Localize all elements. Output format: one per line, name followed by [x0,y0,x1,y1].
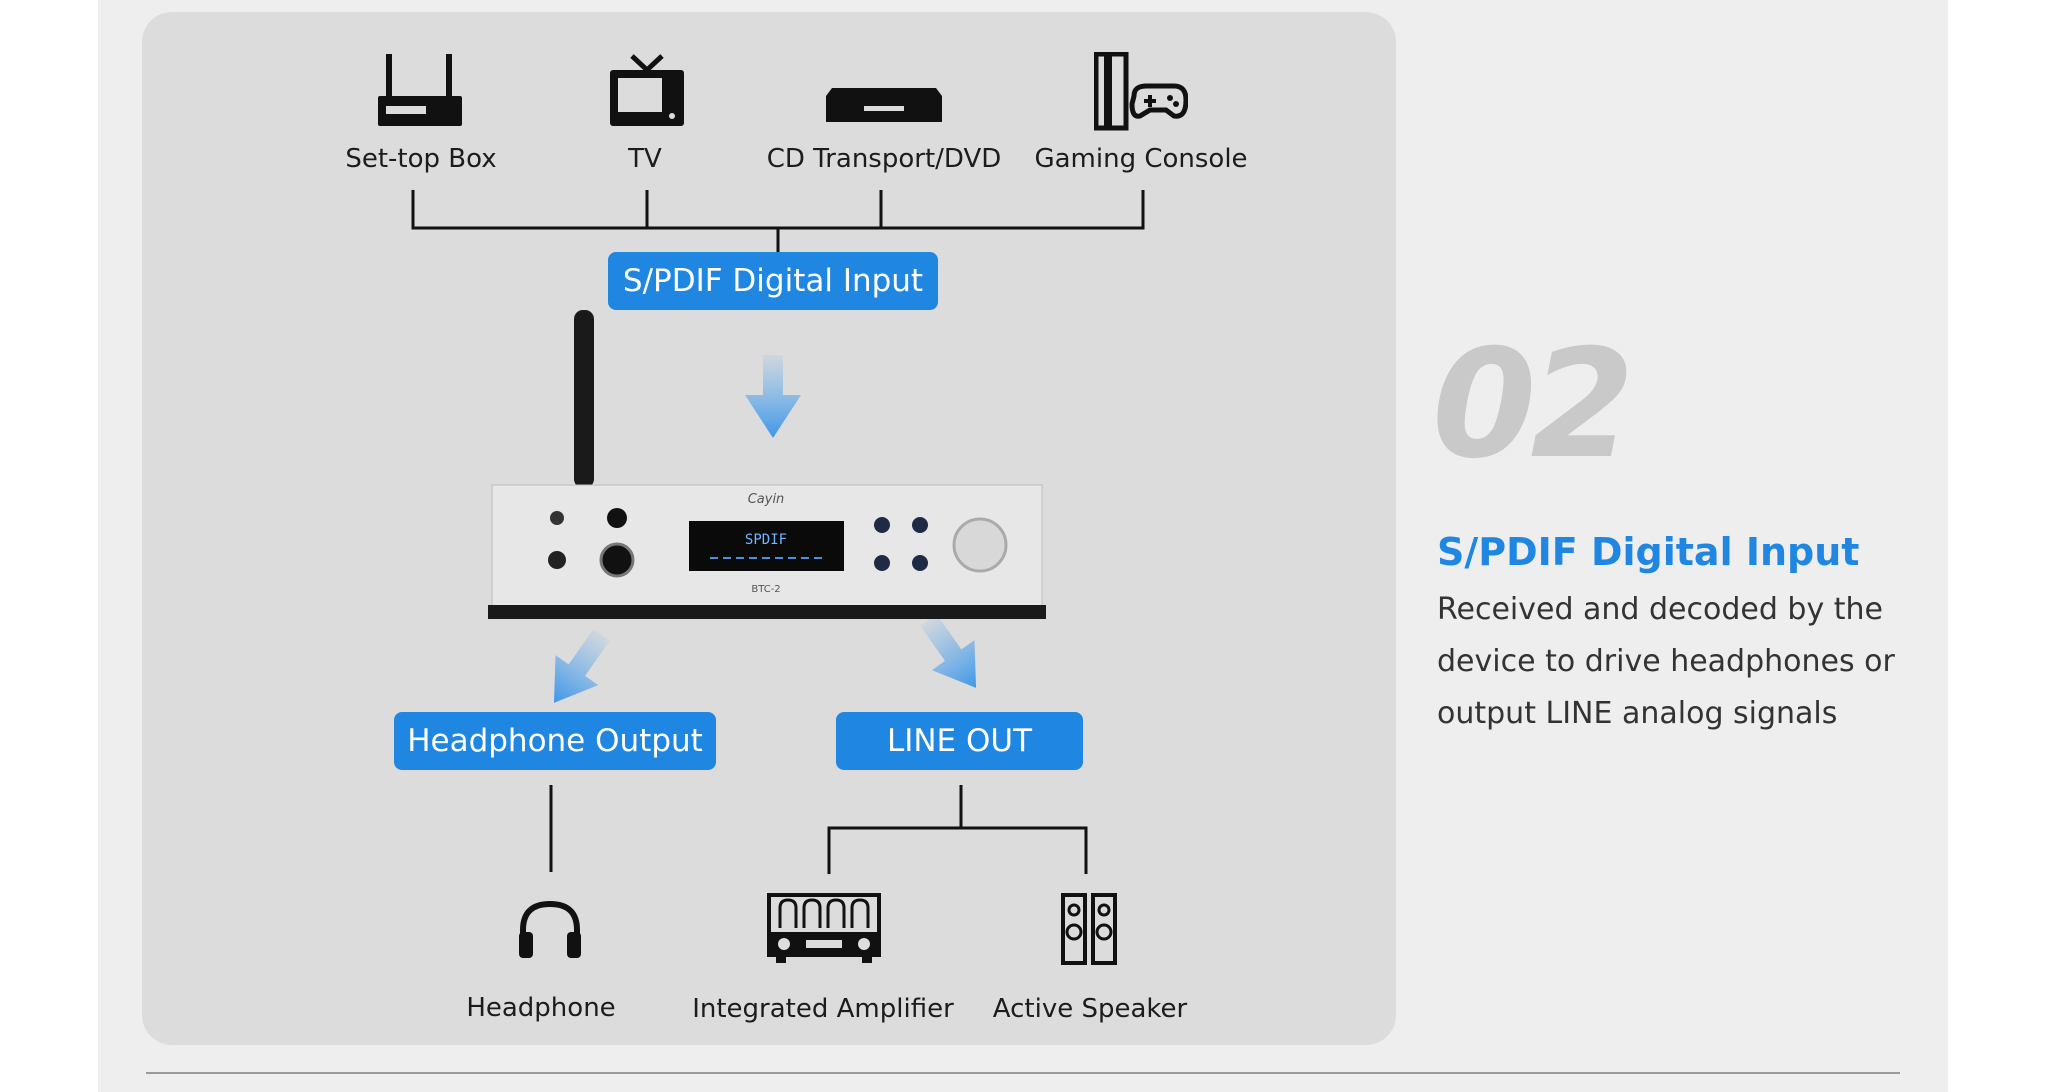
source-label-cd-dvd: CD Transport/DVD [766,144,1002,174]
source-label-set-top-box: Set-top Box [345,144,497,174]
set-top-box-icon [378,54,462,126]
dvd-player-icon [826,88,942,122]
gaming-console-icon [1094,52,1188,131]
section-description: Received and decoded by the device to dr… [1437,592,1895,731]
device-model-text: BTC-2 [751,584,780,595]
destination-label-headphone: Headphone [466,993,616,1023]
section-title: S/PDIF Digital Input [1437,530,1860,574]
tv-icon [610,54,684,126]
headphone-icon [519,900,581,958]
arrow-down-right-icon [920,614,977,688]
input-badge: S/PDIF Digital Input [608,252,938,310]
divider [146,1072,1900,1074]
device-brand-text: Cayin [748,492,785,507]
headphone-output-badge: Headphone Output [394,712,716,770]
antenna-icon [574,310,594,488]
dac-device-illustration: SPDIF BTC-2 Cayin [488,484,1046,619]
destination-label-amplifier: Integrated Amplifier [692,994,954,1024]
device-display-text: SPDIF [745,532,787,548]
source-label-gaming-console: Gaming Console [1034,144,1248,174]
source-label-tv: TV [628,144,662,174]
destination-label-speaker: Active Speaker [992,994,1188,1024]
line-out-badge: LINE OUT [836,712,1083,770]
amplifier-icon [767,893,881,963]
down-arrow-icon [745,355,801,438]
section-number: 02 [1432,318,1635,492]
arrow-down-left-icon [553,629,610,703]
speaker-icon [1061,893,1117,965]
